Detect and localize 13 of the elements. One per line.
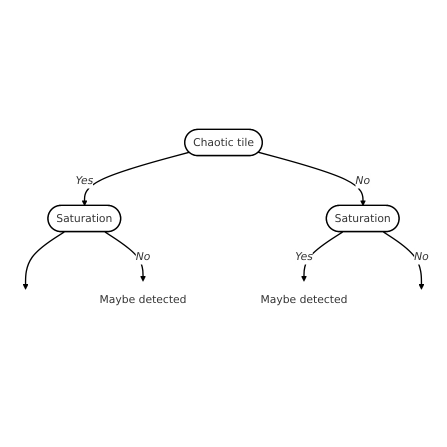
edge-label: Yes	[76, 174, 94, 187]
node-text: Maybe detected	[260, 292, 348, 306]
arrow	[301, 231, 344, 282]
arrow	[258, 152, 366, 206]
edge-label: No	[414, 250, 429, 262]
node-text: Maybe detected	[100, 292, 187, 306]
edge-label: No	[136, 250, 150, 262]
edge-label: No	[355, 174, 370, 187]
arrow	[22, 231, 65, 290]
edge-label: Yes	[295, 250, 313, 262]
arrow	[104, 231, 146, 282]
arrow	[382, 231, 424, 290]
arrow	[82, 152, 190, 206]
